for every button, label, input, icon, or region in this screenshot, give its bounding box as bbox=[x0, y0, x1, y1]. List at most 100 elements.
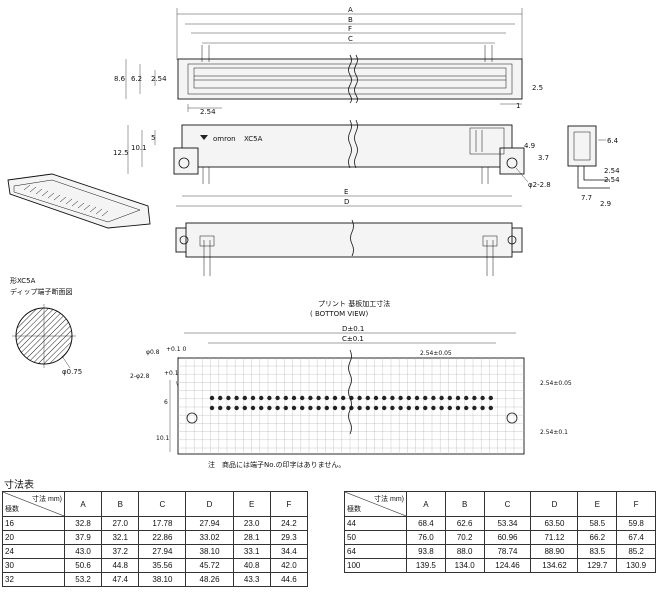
side-view: omron XC5A 12.5 10.1 5 4.9 3.7 φ2-2.8 E … bbox=[113, 119, 551, 207]
pcb-hole1: φ0.8 bbox=[146, 349, 160, 356]
iso-contacts bbox=[23, 184, 109, 217]
dim-10.1: 10.1 bbox=[131, 144, 147, 152]
dimension-cell: 40.8 bbox=[232, 558, 271, 573]
pcb-dim-D: D±0.1 bbox=[342, 325, 364, 333]
pcb-pin-hole bbox=[275, 395, 280, 401]
dimension-cell: 45.72 bbox=[185, 558, 234, 573]
col-A: A bbox=[63, 491, 103, 517]
pcb-layout: プリント 基板加工寸法 ( BOTTOM VIEW) D±0.1 C±0.1 φ… bbox=[130, 299, 572, 469]
pole-count-cell: 44 bbox=[344, 516, 407, 531]
pcb-pin-hole bbox=[414, 395, 420, 401]
pcb-hole2: 2-φ2.8 bbox=[130, 373, 150, 380]
pcb-pin-hole bbox=[406, 405, 411, 411]
pcb-pin-hole bbox=[226, 405, 231, 411]
pcb-pin-hole bbox=[480, 395, 485, 401]
dim-label-F: F bbox=[348, 25, 352, 33]
dimension-cell: 32.1 bbox=[101, 530, 140, 545]
dim-5: 5 bbox=[151, 134, 155, 142]
pcb-pin-hole bbox=[250, 405, 256, 411]
pcb-pin-hole bbox=[283, 395, 288, 401]
corner-upper: 寸法 mm) bbox=[374, 496, 404, 503]
pcb-pin-hole bbox=[300, 405, 305, 411]
dim-4.9: 4.9 bbox=[524, 142, 535, 150]
pcb-pin-hole bbox=[390, 395, 395, 401]
pcb-dim-C: C±0.1 bbox=[342, 335, 364, 343]
dim-label-D: D bbox=[344, 198, 349, 206]
dim-8.6: 8.6 bbox=[114, 75, 126, 83]
dim-label-B: B bbox=[348, 16, 353, 24]
pcb-pin-hole bbox=[234, 405, 239, 411]
pcb-hole1-tol: +0.1 0 bbox=[166, 346, 186, 353]
dimension-cell: 70.2 bbox=[444, 530, 485, 545]
col-F: F bbox=[269, 491, 309, 517]
pcb-pin-hole bbox=[316, 395, 321, 401]
dimension-cell: 53.34 bbox=[483, 516, 532, 531]
dip-title-1: 形XC5A bbox=[10, 277, 36, 285]
pcb-pin-hole bbox=[431, 395, 436, 401]
dim-6.2: 6.2 bbox=[131, 75, 142, 83]
pcb-pin-hole bbox=[431, 405, 436, 411]
col-F: F bbox=[616, 491, 656, 517]
pcb-pin-hole bbox=[439, 405, 444, 411]
pcb-dim-6: 6 bbox=[164, 399, 168, 406]
corner-lower: 極数 bbox=[5, 506, 19, 513]
pole-count-cell: 50 bbox=[344, 530, 407, 545]
pcb-pin-hole bbox=[455, 395, 461, 401]
dim-2.54-b: 2.54 bbox=[604, 176, 620, 184]
dim-hole-2.8: φ2-2.8 bbox=[528, 181, 551, 189]
dimension-cell: 62.6 bbox=[444, 516, 485, 531]
pcb-pin-hole bbox=[357, 395, 362, 401]
pcb-pin-hole bbox=[242, 395, 247, 401]
pcb-pin-hole bbox=[324, 395, 329, 401]
dimension-cell: 93.8 bbox=[406, 544, 446, 559]
pcb-pitch-right1: 2.54±0.05 bbox=[540, 380, 572, 387]
dimension-cell: 35.56 bbox=[138, 558, 187, 573]
dim-tail-1: 1 bbox=[516, 102, 520, 110]
dimension-cell: 124.46 bbox=[483, 558, 532, 573]
dim-2.54-a: 2.54 bbox=[604, 167, 620, 175]
dimension-cell: 129.7 bbox=[577, 558, 618, 573]
col-B: B bbox=[444, 491, 485, 517]
dimension-cell: 53.2 bbox=[63, 572, 103, 587]
dimension-cell: 33.02 bbox=[185, 530, 234, 545]
col-E: E bbox=[577, 491, 618, 517]
dimension-cell: 47.4 bbox=[101, 572, 140, 587]
pcb-pin-hole bbox=[406, 395, 411, 401]
dip-title-2: ディップ端子断面図 bbox=[10, 287, 73, 296]
pcb-pin-hole bbox=[365, 405, 370, 411]
pcb-pin-hole bbox=[316, 405, 321, 411]
dimension-cell: 48.26 bbox=[185, 572, 234, 587]
dimension-cell: 23.0 bbox=[232, 516, 271, 531]
pcb-pin-hole bbox=[373, 405, 379, 411]
dimension-cell: 37.9 bbox=[63, 530, 103, 545]
corner-lower: 極数 bbox=[347, 506, 361, 513]
pcb-pin-hole bbox=[488, 405, 493, 411]
pcb-pin-hole bbox=[267, 395, 272, 401]
pcb-pin-hole bbox=[373, 395, 379, 401]
dimension-cell: 134.0 bbox=[444, 558, 485, 573]
side-body bbox=[181, 124, 513, 168]
dimension-cell: 37.2 bbox=[101, 544, 140, 559]
dimension-cell: 76.0 bbox=[406, 530, 446, 545]
pcb-pin-hole bbox=[464, 405, 469, 411]
dimension-cell: 28.1 bbox=[232, 530, 271, 545]
dimension-cell: 27.0 bbox=[101, 516, 140, 531]
pcb-pin-hole bbox=[464, 395, 469, 401]
end-view: 6.4 2.54 2.54 7.7 2.9 bbox=[567, 125, 620, 208]
dimension-cell: 88.90 bbox=[530, 544, 579, 559]
pole-count-cell: 20 bbox=[2, 530, 65, 545]
pole-count-cell: 64 bbox=[344, 544, 407, 559]
pcb-pin-hole bbox=[267, 405, 272, 411]
dimension-cell: 68.4 bbox=[406, 516, 446, 531]
dimension-cell: 44.8 bbox=[101, 558, 140, 573]
pcb-pin-hole bbox=[283, 405, 288, 411]
pcb-pin-hole bbox=[357, 405, 362, 411]
pcb-pin-hole bbox=[365, 395, 370, 401]
dimension-cell: 22.86 bbox=[138, 530, 187, 545]
pcb-holes bbox=[209, 395, 493, 411]
